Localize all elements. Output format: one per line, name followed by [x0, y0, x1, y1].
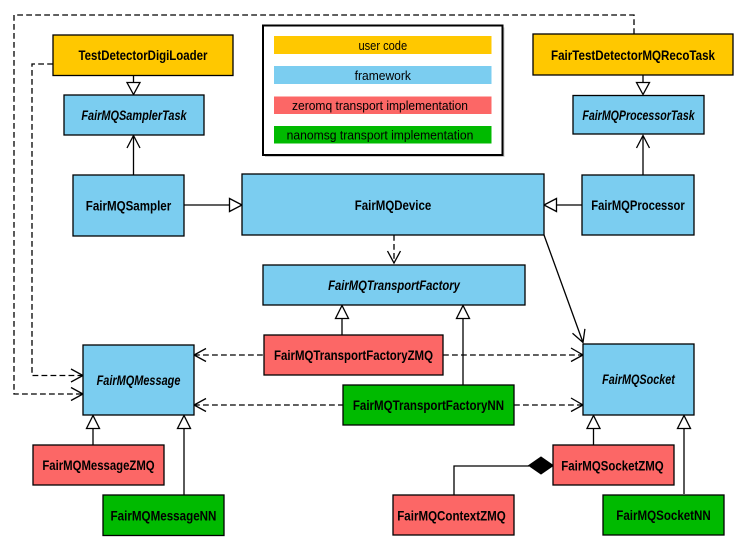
svg-text:FairMQTransportFactoryNN: FairMQTransportFactoryNN — [353, 397, 504, 413]
svg-text:FairMQMessageNN: FairMQMessageNN — [111, 508, 217, 524]
svg-text:FairMQContextZMQ: FairMQContextZMQ — [397, 508, 506, 524]
svg-text:FairMQDevice: FairMQDevice — [355, 197, 432, 213]
svg-text:user code: user code — [358, 38, 407, 53]
svg-text:FairTestDetectorMQRecoTask: FairTestDetectorMQRecoTask — [551, 47, 715, 63]
svg-text:FairMQTransportFactory: FairMQTransportFactory — [328, 277, 461, 293]
svg-text:TestDetectorDigiLoader: TestDetectorDigiLoader — [79, 47, 208, 63]
svg-text:FairMQSocket: FairMQSocket — [602, 371, 676, 387]
svg-text:FairMQSamplerTask: FairMQSamplerTask — [81, 107, 187, 123]
svg-text:FairMQSocketZMQ: FairMQSocketZMQ — [561, 458, 663, 474]
svg-text:framework: framework — [355, 68, 412, 83]
svg-text:nanomsg transport implementati: nanomsg transport implementation — [287, 127, 474, 142]
svg-text:FairMQTransportFactoryZMQ: FairMQTransportFactoryZMQ — [274, 347, 433, 363]
svg-text:FairMQProcessorTask: FairMQProcessorTask — [582, 107, 695, 123]
svg-text:FairMQMessageZMQ: FairMQMessageZMQ — [42, 457, 154, 473]
svg-text:FairMQSampler: FairMQSampler — [86, 198, 172, 214]
svg-text:zeromq transport implementatio: zeromq transport implementation — [292, 98, 468, 113]
svg-text:FairMQProcessor: FairMQProcessor — [591, 197, 685, 213]
svg-text:FairMQSocketNN: FairMQSocketNN — [616, 507, 711, 523]
svg-text:FairMQMessage: FairMQMessage — [97, 372, 181, 388]
